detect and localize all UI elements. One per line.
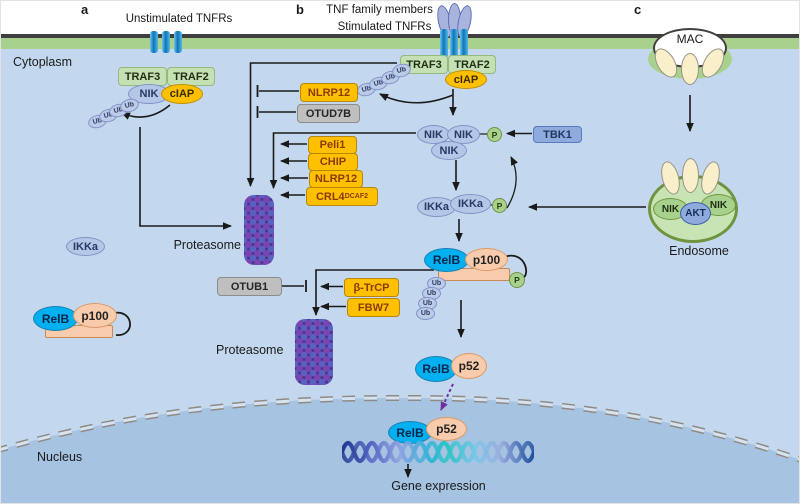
nlrp12-box: NLRP12 — [300, 83, 358, 102]
proteasome-lower-label: Proteasome — [216, 343, 284, 357]
plasma-membrane-line — [1, 34, 799, 38]
p100-inactive: p100 — [73, 303, 117, 328]
traf2-a: TRAF2 — [167, 67, 215, 86]
traf3-a: TRAF3 — [118, 67, 167, 86]
cytoplasm-label: Cytoplasm — [13, 55, 73, 69]
ub: Ub — [418, 297, 437, 310]
ikka-dimer-2: IKKa — [450, 194, 491, 214]
p52-nuclear: p52 — [426, 417, 467, 441]
crl4-base: CRL4 — [315, 190, 345, 203]
tnfr-bar-stimulated — [450, 29, 458, 58]
otub1-box: OTUB1 — [217, 277, 282, 296]
fbw7-box: FBW7 — [347, 298, 400, 317]
panel-c-label: c — [634, 2, 642, 17]
panel-a-label: a — [81, 2, 89, 17]
nik-phospho: P — [487, 127, 502, 142]
nik-trimer-1: NIK — [417, 125, 450, 144]
p100-active: p100 — [465, 248, 508, 271]
relb-active: RelB — [424, 248, 469, 272]
stimulated-tnfrs-label: Stimulated TNFRs — [337, 21, 432, 33]
relb-cyto: RelB — [415, 356, 457, 382]
crl4-superscript: DCAF2 — [344, 193, 369, 200]
chip-box: CHIP — [308, 153, 358, 171]
tnfr-bar-stimulated — [440, 29, 448, 58]
traf3-b: TRAF3 — [400, 55, 448, 74]
nucleus-label: Nucleus — [37, 450, 83, 464]
proteasome-upper — [244, 195, 274, 265]
proteasome-upper-label: Proteasome — [173, 238, 241, 252]
tnfr-bar-stimulated — [460, 29, 468, 58]
relb-inactive: RelB — [33, 306, 78, 331]
tnf-family-label: TNF family members — [326, 4, 433, 16]
nik-trimer-3: NIK — [431, 141, 467, 160]
tnfr-bar — [150, 31, 158, 53]
akt-endosome: AKT — [680, 202, 711, 225]
proteasome-lower — [295, 319, 333, 385]
nik-trimer-2: NIK — [447, 125, 480, 144]
peli1-box: Peli1 — [308, 136, 357, 154]
tnfr-bar — [162, 31, 170, 53]
ciap-a: cIAP — [161, 84, 203, 104]
relb-nuclear: RelB — [388, 421, 432, 444]
tnfr-bar — [174, 31, 182, 53]
ikka-free: IKKa — [66, 237, 105, 256]
ikka-dimer-1: IKKa — [417, 197, 456, 217]
otud7b-box: OTUD7B — [297, 104, 360, 123]
p100-phospho: P — [509, 272, 525, 288]
p52-cyto: p52 — [451, 353, 487, 379]
mac-label: MAC — [676, 32, 704, 46]
ikka-phospho: P — [492, 198, 507, 213]
btrcp-box: β-TrCP — [344, 278, 399, 297]
mac-subunit-middle — [681, 53, 699, 85]
nlrp12-e3-box: NLRP12 — [309, 170, 363, 188]
plasma-membrane-green — [1, 37, 799, 49]
tbk1-box: TBK1 — [533, 126, 582, 143]
ciap-b: cIAP — [445, 70, 487, 89]
ub: Ub — [416, 307, 435, 320]
unstimulated-tnfrs-label: Unstimulated TNFRs — [125, 13, 233, 25]
gene-expression-label: Gene expression — [391, 479, 486, 493]
panel-b-label: b — [296, 2, 304, 17]
endosome-label: Endosome — [669, 244, 729, 258]
endosome-subunit — [682, 158, 699, 193]
